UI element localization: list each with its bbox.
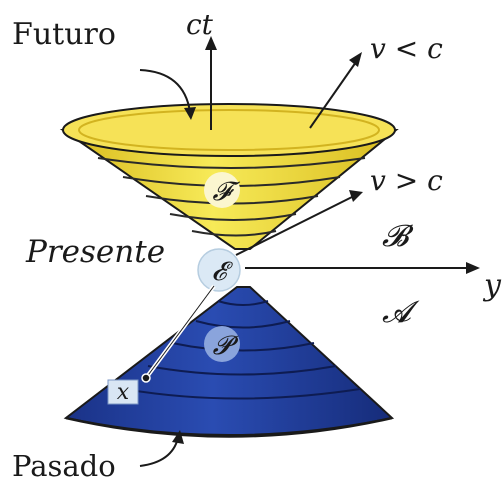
point-label: x	[117, 380, 130, 405]
present-label: Presente	[25, 234, 165, 270]
region-a-label: 𝓐	[382, 295, 420, 330]
past-cone	[63, 286, 395, 438]
time-axis-label: ct	[186, 8, 214, 41]
point-worldline	[141, 284, 216, 383]
slower-than-light-label: v < c	[370, 32, 443, 65]
region-b-label: 𝓑	[382, 219, 414, 254]
axes	[205, 36, 480, 274]
space-axis-label: y	[482, 268, 502, 303]
future-label: Futuro	[12, 17, 116, 52]
event-circle	[197, 248, 241, 292]
worldline-arrows	[235, 52, 363, 256]
past-label-circle	[204, 326, 240, 362]
pointer-arrows	[139, 69, 196, 467]
past-label: Pasado	[12, 449, 116, 483]
point-box	[107, 379, 139, 405]
faster-than-light-label: v > c	[370, 164, 443, 197]
future-label-circle	[204, 172, 240, 208]
